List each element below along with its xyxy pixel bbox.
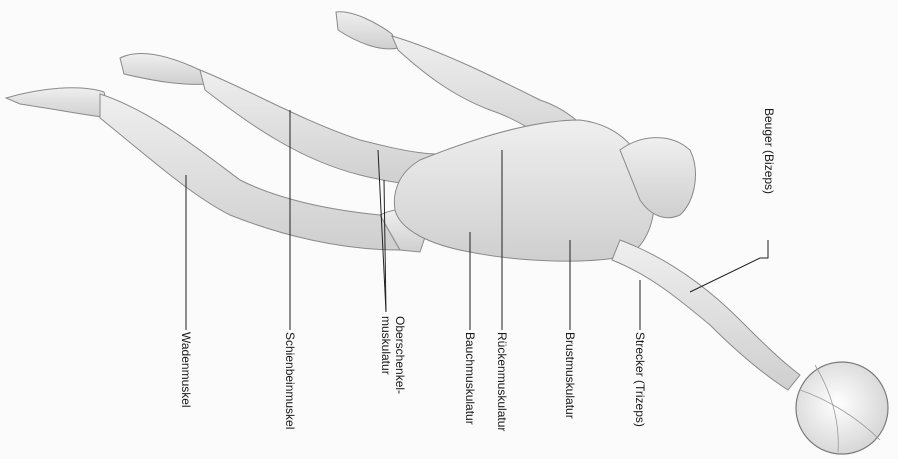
label-brust: Brustmuskulatur	[563, 332, 577, 419]
label-bauch: Bauchmuskulatur	[463, 332, 477, 425]
torso	[394, 120, 695, 261]
label-waden: Wadenmuskel	[179, 332, 193, 408]
label-biceps: Beuger (Bizeps)	[762, 108, 776, 194]
label-trizeps: Strecker (Trizeps)	[633, 332, 647, 427]
label-schienbein: Schienbeinmuskel	[283, 332, 297, 429]
label-ruecken: Rückenmuskulatur	[495, 332, 509, 431]
label-oberschenkel: Oberschenkel- muskulatur	[379, 316, 407, 394]
ball	[796, 362, 888, 454]
